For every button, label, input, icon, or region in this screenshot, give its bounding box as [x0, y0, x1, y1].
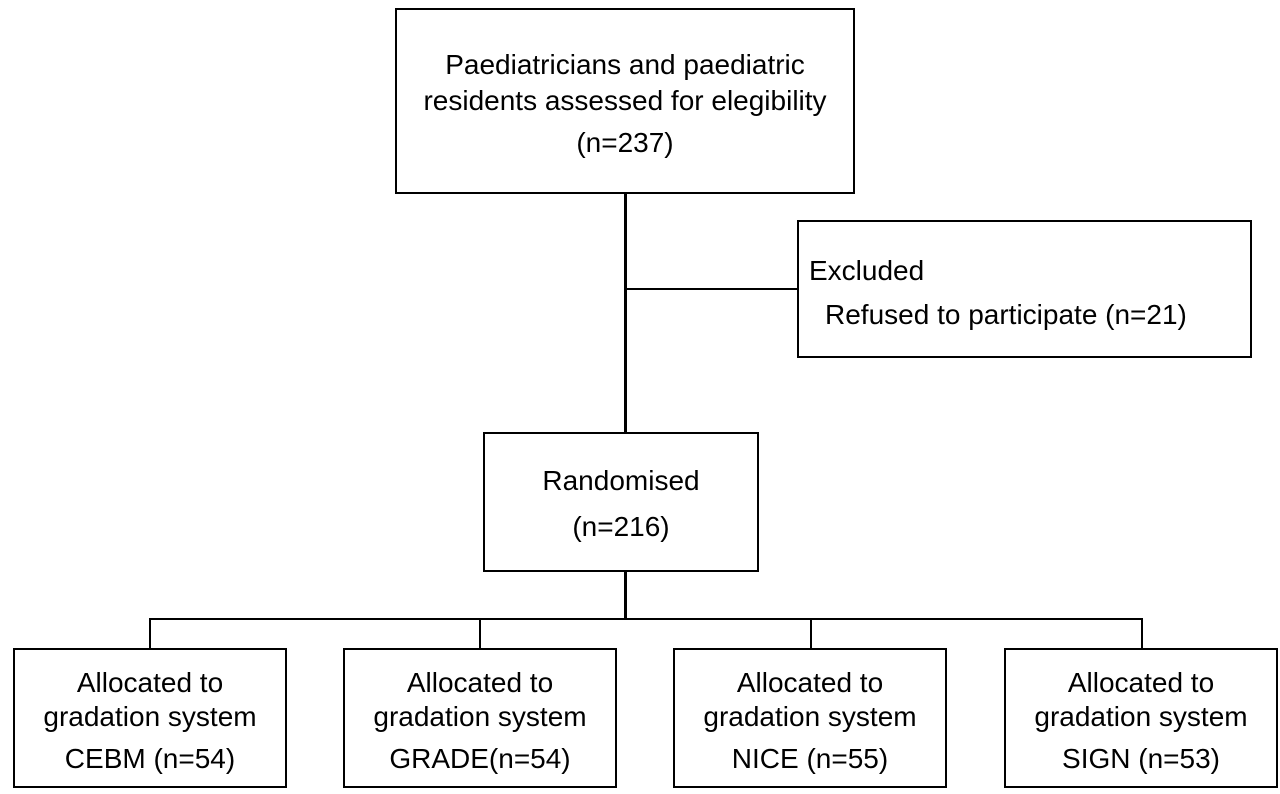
allocation-line-2: gradation system	[1034, 701, 1248, 732]
allocation-line-3: CEBM (n=54)	[64, 743, 236, 774]
connector-assessed-to-randomised	[624, 192, 627, 434]
excluded-title: Excluded	[809, 255, 925, 286]
allocation-line-2: gradation system	[703, 701, 917, 732]
excluded-reason: Refused to participate (n=21)	[825, 299, 1187, 330]
allocation-box-grade: Allocated to gradation system GRADE(n=54…	[343, 648, 617, 788]
connector-allocation-drop-4	[1141, 618, 1143, 649]
allocation-line-2: gradation system	[43, 701, 257, 732]
allocation-line-3: SIGN (n=53)	[1062, 743, 1220, 774]
randomised-title: Randomised	[542, 465, 700, 496]
allocation-box-nice: Allocated to gradation system NICE (n=55…	[673, 648, 947, 788]
assessed-line-2: residents assessed for elegibility	[423, 85, 827, 116]
randomised-box: Randomised (n=216)	[483, 432, 759, 572]
randomised-count: (n=216)	[572, 511, 670, 542]
allocation-line-3: NICE (n=55)	[731, 743, 889, 774]
connector-to-excluded	[624, 288, 799, 290]
assessed-line-1: Paediatricians and paediatric	[445, 49, 805, 80]
connector-allocation-drop-2	[479, 618, 481, 649]
assessed-box: Paediatricians and paediatric residents …	[395, 8, 855, 194]
assessed-count: (n=237)	[576, 127, 674, 158]
connector-allocation-drop-3	[810, 618, 812, 649]
allocation-line-1: Allocated to	[76, 667, 224, 698]
allocation-box-cebm: Allocated to gradation system CEBM (n=54…	[13, 648, 287, 788]
connector-allocation-horizontal	[149, 618, 1143, 620]
excluded-box: Excluded Refused to participate (n=21)	[797, 220, 1252, 358]
allocation-line-1: Allocated to	[736, 667, 884, 698]
allocation-line-1: Allocated to	[406, 667, 554, 698]
allocation-line-3: GRADE(n=54)	[389, 743, 571, 774]
allocation-line-2: gradation system	[373, 701, 587, 732]
allocation-box-sign: Allocated to gradation system SIGN (n=53…	[1004, 648, 1278, 788]
connector-allocation-drop-1	[149, 618, 151, 649]
allocation-line-1: Allocated to	[1067, 667, 1215, 698]
connector-randomised-down	[624, 570, 627, 620]
